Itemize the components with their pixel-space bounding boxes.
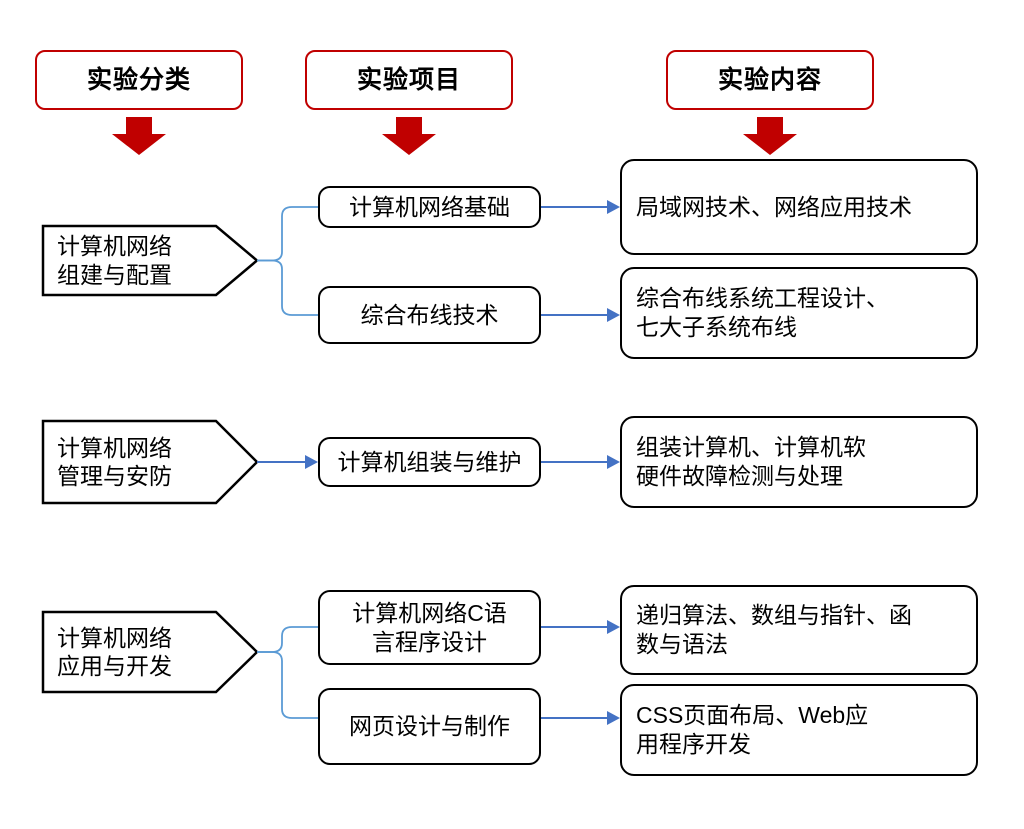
brace-connector-3 xyxy=(257,626,318,653)
brace-connector-1 xyxy=(257,206,318,262)
content-label-3-2: CSS页面布局、Web应 用程序开发 xyxy=(636,702,869,757)
content-box-2-1[interactable]: 组装计算机、计算机软 硬件故障检测与处理 xyxy=(620,416,978,508)
header-box-category[interactable]: 实验分类 xyxy=(35,50,243,110)
content-box-3-2[interactable]: CSS页面布局、Web应 用程序开发 xyxy=(620,684,978,776)
project-label-1-2: 综合布线技术 xyxy=(360,301,499,328)
project-box-1-2[interactable]: 综合布线技术 xyxy=(318,286,541,344)
project-box-2-1[interactable]: 计算机组装与维护 xyxy=(318,437,541,487)
header-down-arrow-2 xyxy=(382,117,436,155)
header-box-content[interactable]: 实验内容 xyxy=(666,50,874,110)
blue-arrow-1a xyxy=(541,200,620,214)
blue-arrow-2a xyxy=(541,455,620,469)
content-label-1-2: 综合布线系统工程设计、 七大子系统布线 xyxy=(636,285,889,340)
header-label-content: 实验内容 xyxy=(717,65,822,94)
category-label-box-3[interactable]: 计算机网络 应用与开发 xyxy=(43,612,257,692)
category-label-box-1[interactable]: 计算机网络 组建与配置 xyxy=(43,226,257,295)
project-box-3-1[interactable]: 计算机网络C语 言程序设计 xyxy=(318,590,541,665)
blue-arrow-3b xyxy=(541,711,620,725)
content-label-2-1: 组装计算机、计算机软 硬件故障检测与处理 xyxy=(636,434,866,489)
content-box-3-1[interactable]: 递归算法、数组与指针、函 数与语法 xyxy=(620,585,978,675)
category-label-2: 计算机网络 管理与安防 xyxy=(57,434,172,489)
blue-arrow-1b xyxy=(541,308,620,322)
category-label-3: 计算机网络 应用与开发 xyxy=(57,624,172,679)
content-box-1-1[interactable]: 局域网技术、网络应用技术 xyxy=(620,159,978,255)
blue-arrow-3a xyxy=(541,620,620,634)
content-label-3-1: 递归算法、数组与指针、函 数与语法 xyxy=(636,602,912,657)
header-label-category: 实验分类 xyxy=(86,65,191,94)
project-label-3-1: 计算机网络C语 言程序设计 xyxy=(352,600,507,655)
project-label-3-2: 网页设计与制作 xyxy=(349,713,510,740)
content-label-1-1: 局域网技术、网络应用技术 xyxy=(636,193,912,220)
category-label-1: 计算机网络 组建与配置 xyxy=(57,233,172,288)
header-box-project[interactable]: 实验项目 xyxy=(305,50,513,110)
blue-arrow-2-cat xyxy=(257,455,318,469)
brace-connector-1b xyxy=(257,259,318,316)
project-label-1-1: 计算机网络基础 xyxy=(349,193,510,220)
header-down-arrow-3 xyxy=(743,117,797,155)
header-label-project: 实验项目 xyxy=(356,65,461,94)
project-box-1-1[interactable]: 计算机网络基础 xyxy=(318,186,541,228)
brace-connector-3b xyxy=(257,651,318,719)
category-label-box-2[interactable]: 计算机网络 管理与安防 xyxy=(43,421,257,503)
content-box-1-2[interactable]: 综合布线系统工程设计、 七大子系统布线 xyxy=(620,267,978,359)
header-down-arrow-1 xyxy=(112,117,166,155)
project-box-3-2[interactable]: 网页设计与制作 xyxy=(318,688,541,765)
project-label-2-1: 计算机组装与维护 xyxy=(337,448,522,475)
